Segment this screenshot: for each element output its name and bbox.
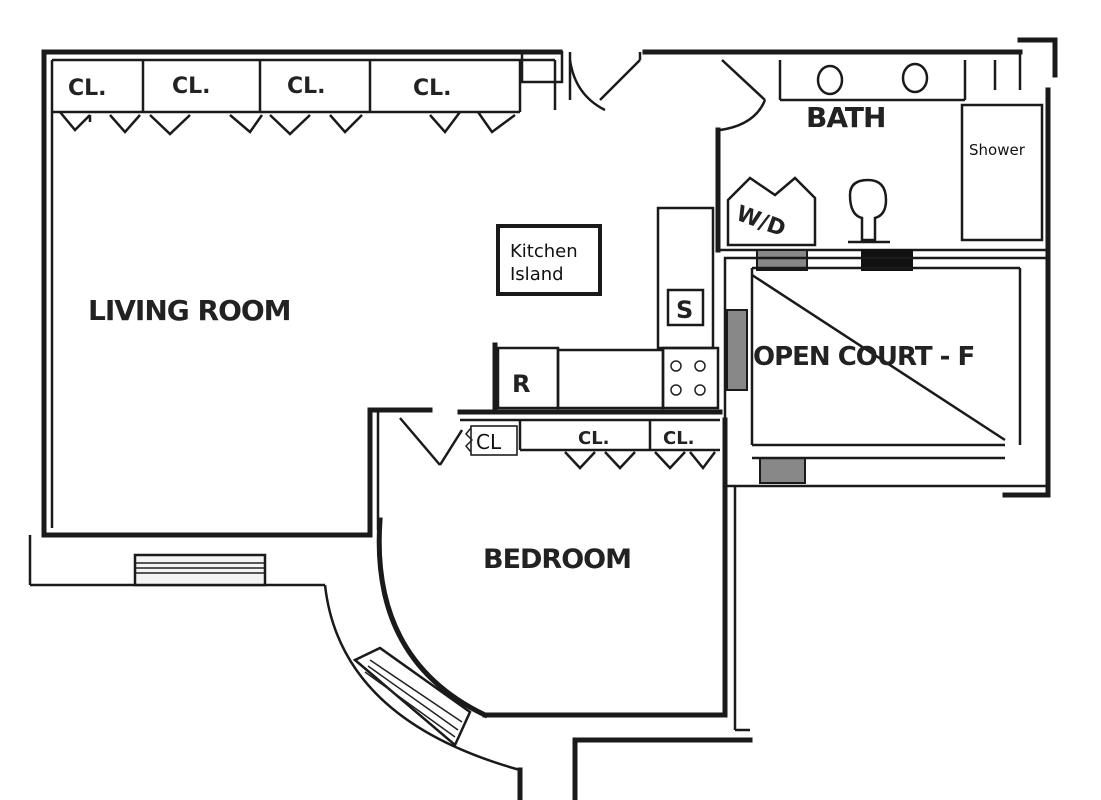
kitchen-island-label-line1: Kitchen [510, 241, 578, 262]
refrigerator-label: R [512, 370, 530, 398]
open-court-label: OPEN COURT - F [753, 342, 974, 372]
bath-label: BATH [806, 101, 885, 134]
windows [133, 249, 913, 748]
bedroom-door [399, 417, 518, 466]
shower-label: Shower [969, 141, 1026, 159]
open-court [723, 256, 1050, 488]
closet-label-kitchen-1: CL. [578, 428, 610, 449]
closet-label-1: CL. [68, 76, 107, 101]
living-room-label: LIVING ROOM [88, 294, 291, 327]
closet-label-bedroom: CL [476, 430, 502, 454]
bedroom-label: BEDROOM [483, 544, 631, 575]
washer-dryer-label: W/D [733, 201, 789, 242]
closet-label-2: CL. [172, 74, 211, 99]
kitchen [457, 206, 723, 471]
closet-label-kitchen-2: CL. [663, 428, 695, 449]
closet-label-4: CL. [413, 76, 452, 101]
bathroom [726, 52, 1044, 247]
closet-label-3: CL. [287, 74, 326, 99]
kitchen-island-label-line2: Island [510, 264, 564, 285]
entry-door [568, 52, 767, 132]
sink-label: S [676, 296, 693, 324]
living-closets [52, 50, 564, 136]
